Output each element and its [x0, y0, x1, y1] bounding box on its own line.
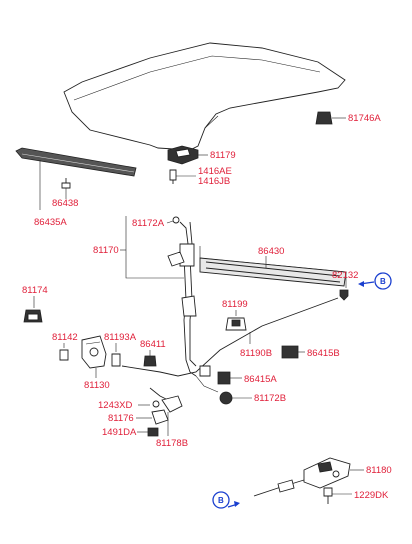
reference-b-bottom: [212, 491, 240, 509]
label-81172B: 81172B: [254, 393, 286, 404]
ref-label-bottom: B: [218, 496, 224, 505]
prop-rod-86430: [199, 246, 347, 288]
label-1243XD: 1243XD: [98, 400, 132, 411]
reference-b-top: [358, 272, 392, 290]
pad-86415B: [281, 345, 305, 359]
spring-81193A: [111, 353, 121, 367]
bolt-81142: [59, 349, 69, 361]
label-81176: 81176: [108, 413, 134, 424]
label-1491DA: 1491DA: [102, 427, 137, 438]
grommet-81172B: [219, 391, 252, 405]
label-81172A: 81172A: [132, 218, 165, 229]
bumper-81174: [23, 309, 43, 323]
release-cable: [167, 221, 197, 377]
label-81130: 81130: [84, 380, 110, 391]
label-1416AE: 1416AE: [198, 166, 232, 177]
label-81190B: 81190B: [240, 348, 272, 359]
seal-strip-86435A: [15, 147, 137, 177]
label-81179: 81179: [210, 150, 236, 161]
latch-81130: [81, 335, 107, 378]
ref-label-top: B: [380, 277, 386, 286]
latch-81180: [303, 457, 364, 489]
cable-81190B: [121, 297, 339, 377]
cable-guide: [195, 365, 219, 393]
label-1229DK: 1229DK: [354, 490, 389, 501]
label-86415B: 86415B: [307, 348, 340, 359]
clip-86438: [61, 178, 71, 199]
label-86438: 86438: [52, 198, 78, 209]
cable-end-81172A: [166, 216, 180, 224]
bracket-81199: [225, 317, 247, 331]
label-86415A: 86415A: [244, 374, 277, 385]
buffer-86411: [143, 355, 157, 367]
release-handle-81178B: [147, 387, 183, 437]
label-81199: 81199: [222, 299, 248, 310]
label-86430: 86430: [258, 246, 284, 257]
label-1416JB: 1416JB: [198, 176, 230, 187]
label-81178B: 81178B: [156, 438, 188, 449]
hood-panel: [63, 42, 346, 151]
label-81174: 81174: [22, 285, 48, 296]
label-82132: 82132: [332, 270, 358, 281]
label-81746A: 81746A: [348, 113, 381, 124]
bolt-1229DK: [323, 487, 352, 504]
label-81170: 81170: [93, 245, 119, 256]
lower-cable: [253, 479, 305, 497]
striker-81179: [167, 145, 208, 165]
hood-bumper-81746A: [315, 111, 346, 125]
label-81180: 81180: [366, 465, 392, 476]
label-81142: 81142: [52, 332, 78, 343]
label-86411: 86411: [140, 339, 166, 350]
label-86435A: 86435A: [34, 217, 67, 228]
label-81193A: 81193A: [104, 332, 137, 343]
bolt-1416: [169, 169, 196, 184]
clip-82132: [339, 289, 349, 301]
pad-86415A: [217, 371, 242, 385]
